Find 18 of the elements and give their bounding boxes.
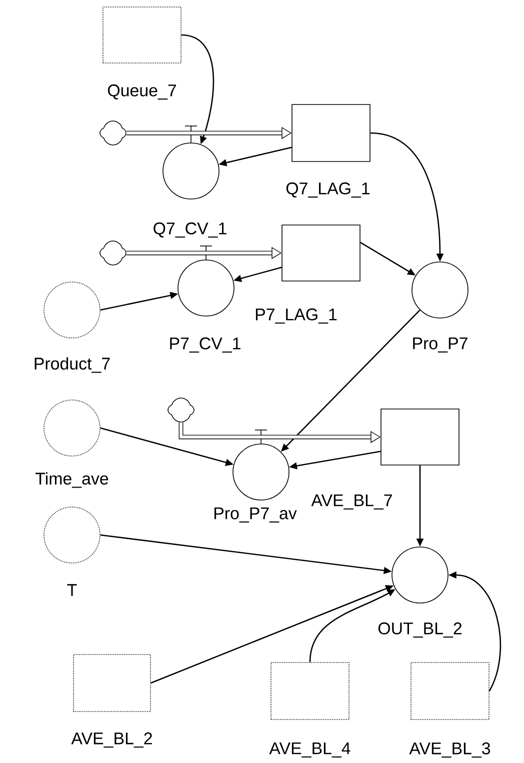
variable-name: AVE_BL_7 <box>311 494 392 510</box>
variable-name: T <box>67 584 77 596</box>
variable-name: AVE_BL_4 <box>269 742 350 758</box>
cloud-icon <box>100 240 126 266</box>
variable-name: P7_LAG_1 <box>256 308 337 324</box>
cloud-icon <box>100 120 126 146</box>
variable-name: Product_7 <box>34 357 110 373</box>
variable-name: AVE_BL_2 <box>71 732 152 748</box>
variable-name: Pro_P7 <box>413 338 468 352</box>
variable-name: Q7_LAG_1 <box>286 182 370 198</box>
variable-name: Queue_7 <box>108 84 176 100</box>
cloud-icon <box>168 398 194 422</box>
variable-name: Pro_P7_av <box>214 508 297 522</box>
variable-name: AVE_BL_3 <box>409 742 490 758</box>
variable-name: OUT_BL_2 <box>378 622 462 638</box>
variable-name: Time_ave <box>36 472 108 488</box>
variable-name: P7_CV_1 <box>170 337 240 353</box>
variable-name: Q7_CV_1 <box>154 222 226 238</box>
